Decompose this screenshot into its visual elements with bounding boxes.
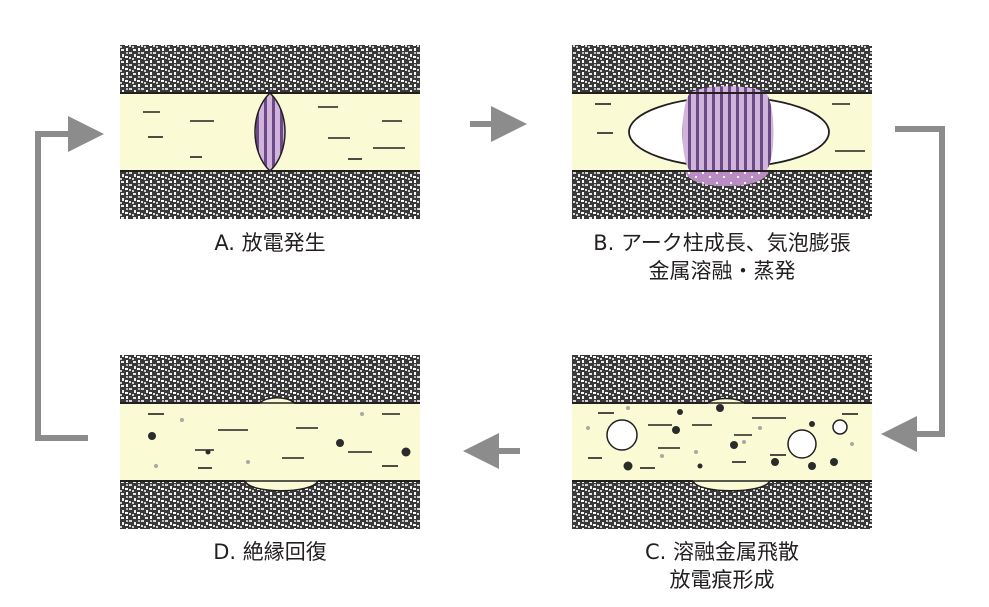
panel-b-debris-dashes: [595, 103, 865, 152]
panel-a-debris-dashes: [143, 106, 405, 160]
panel-b-caption: B. アーク柱成長、気泡膨張 金属溶融・蒸発: [532, 229, 912, 285]
panel-c-electrode-top: [572, 355, 872, 403]
panel-d-crater-bottom: [243, 480, 320, 492]
panel-c-crater-bottom: [691, 480, 772, 492]
panel-c-caption-line-2: 放電痕形成: [669, 568, 775, 592]
panel-c-bubbles: [606, 419, 848, 459]
panel-a-arc-channel: [254, 91, 286, 173]
panel-b: [572, 45, 872, 219]
panel-b-molten-pool: [685, 171, 769, 186]
panel-d-dielectric: [120, 403, 420, 481]
panel-c-debris-dashes: [588, 412, 858, 469]
panel-c-fine-particles: [586, 406, 854, 458]
panel-d-crater-top: [258, 397, 296, 404]
panel-d-caption-line-1: D. 絶縁回復: [213, 540, 327, 564]
panel-c-particles: [623, 404, 838, 471]
panel-c: [572, 355, 872, 529]
arrow-d-to-a: [35, 116, 104, 441]
panel-a-electrode-bottom: [120, 171, 420, 219]
panel-d-debris-dashes: [148, 413, 400, 469]
panel-c-caption: C. 溶融金属飛散 放電痕形成: [572, 538, 872, 594]
panel-b-caption-line-1: B. アーク柱成長、気泡膨張: [593, 231, 851, 255]
panel-d-electrode-top: [120, 355, 420, 403]
panel-a: [120, 45, 420, 219]
arrow-b-to-c: [881, 126, 945, 452]
panel-a-caption-line-1: A. 放電発生: [214, 231, 326, 255]
panel-b-arc-column: [682, 86, 774, 171]
panel-d-caption: D. 絶縁回復: [120, 538, 420, 566]
panel-c-crater-top: [706, 397, 746, 404]
panel-a-electrode-top: [120, 45, 420, 93]
panel-d: [120, 355, 420, 529]
panel-d-fine-particles: [154, 412, 364, 468]
panel-a-caption: A. 放電発生: [120, 229, 420, 257]
panel-b-electrode-top: [572, 45, 872, 93]
panel-d-particles: [148, 432, 411, 457]
panel-b-caption-line-2: 金属溶融・蒸発: [648, 259, 796, 283]
flow-arrows: [35, 106, 945, 469]
panel-c-caption-line-1: C. 溶融金属飛散: [644, 540, 799, 564]
